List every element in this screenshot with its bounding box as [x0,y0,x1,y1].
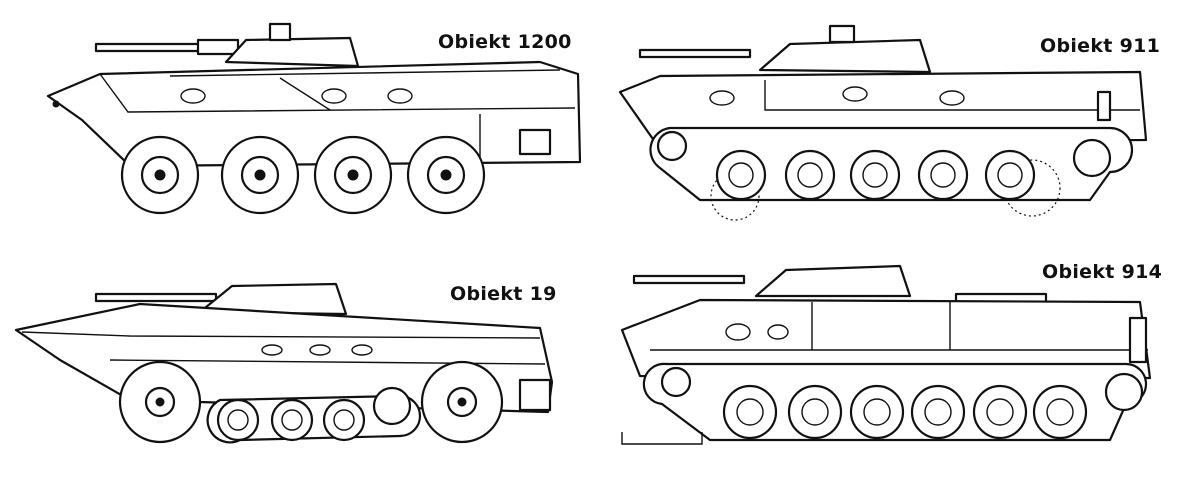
drive-sprocket [1072,138,1112,178]
vehicle-obiekt-19: Obiekt 19 [14,282,557,444]
turret [754,264,912,298]
main-gun [94,292,218,303]
vehicle-obiekt-914: Obiekt 914 [620,261,1162,445]
label-obiekt-911: Obiekt 911 [1040,35,1160,57]
road-wheels [120,135,486,215]
label-obiekt-914: Obiekt 914 [1042,261,1162,283]
road-wheels [660,366,1144,440]
label-obiekt-1200: Obiekt 1200 [438,31,572,53]
turret [758,38,932,74]
drive-sprocket [1104,372,1144,412]
main-gun [638,48,752,59]
vehicle-obiekt-1200: Obiekt 1200 [46,22,582,215]
label-obiekt-19: Obiekt 19 [450,283,557,305]
road-wheels [118,360,504,444]
vehicle-obiekt-911: Obiekt 911 [618,24,1160,221]
main-gun [632,274,746,285]
hull [46,60,582,168]
road-wheels [656,130,1112,201]
hull [618,70,1148,144]
main-gun [94,42,208,53]
scale-bar [621,432,703,445]
track [206,394,422,444]
turret [224,36,360,68]
